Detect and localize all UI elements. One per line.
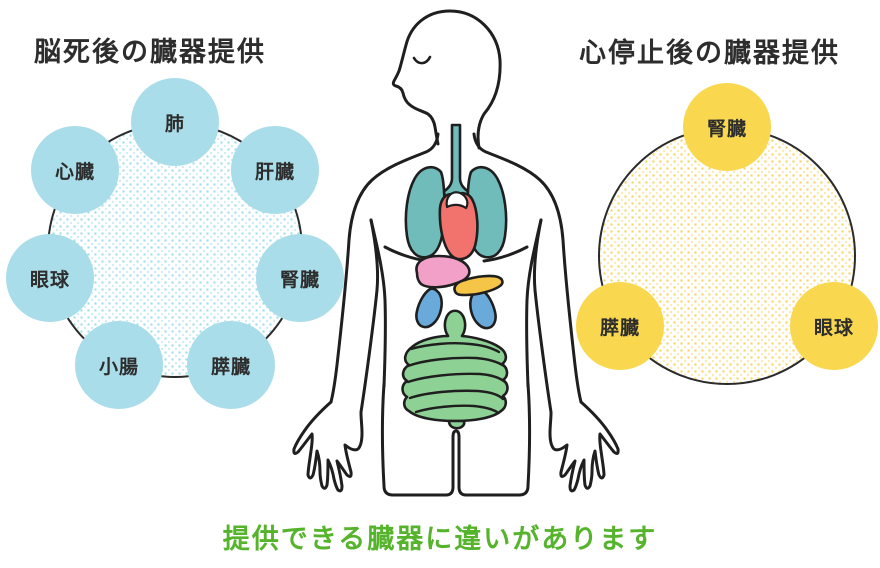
- torso-side-line: [369, 218, 387, 388]
- organ-bubble-liver: 肝臓: [231, 126, 319, 214]
- shorts-outline: [381, 382, 531, 497]
- organ-bubble-pancreas: 膵臓: [187, 321, 275, 409]
- organ-bubble-kidney: 腎臓: [256, 234, 344, 322]
- organ-bubble-small-intestine: 小腸: [75, 321, 163, 409]
- pancreas-shape: [453, 274, 504, 297]
- caption-text: 提供できる臓器に違いがあります: [222, 524, 658, 554]
- inner-arm-line: [359, 218, 380, 414]
- heart-vessel-detail: [445, 191, 469, 210]
- organ-label: 肝臓: [254, 161, 295, 183]
- organ-label: 膵臓: [599, 317, 640, 339]
- organ-label: 肺: [164, 113, 185, 135]
- closed-eye-icon: [412, 55, 432, 65]
- organ-bubble-lung: 肺: [131, 78, 219, 166]
- hand-outline: [292, 400, 364, 493]
- intestine-tail: [447, 419, 466, 430]
- organ-label: 腎臓: [706, 118, 747, 140]
- kidney-left-shape: [415, 287, 443, 329]
- cardiac-arrest-title: 心停止後の臓器提供: [579, 38, 840, 68]
- brain-death-title: 脳死後の臓器提供: [34, 37, 266, 67]
- organ-label: 腎臓: [279, 269, 320, 291]
- organ-label: 小腸: [98, 356, 139, 378]
- organ-label: 膵臓: [210, 356, 251, 378]
- organ-bubble-eyeball: 眼球: [6, 234, 94, 322]
- organ-label: 眼球: [29, 269, 70, 291]
- human-body-illustration: [292, 9, 620, 497]
- organ-bubble-heart: 心臓: [31, 126, 119, 214]
- trachea-shape: [441, 123, 471, 201]
- organ-label: 眼球: [813, 317, 854, 339]
- intestine-folds: [406, 342, 508, 414]
- organ-bubble-kidney: 腎臓: [683, 83, 771, 171]
- head-outline: [391, 9, 502, 150]
- organ-bubble-pancreas: 膵臓: [576, 282, 664, 370]
- organ-label: 心臓: [54, 161, 95, 183]
- arm-outline: [329, 132, 440, 404]
- liver-shape: [415, 254, 471, 289]
- heart-shape: [438, 191, 479, 261]
- organ-bubble-eyeball: 眼球: [790, 282, 878, 370]
